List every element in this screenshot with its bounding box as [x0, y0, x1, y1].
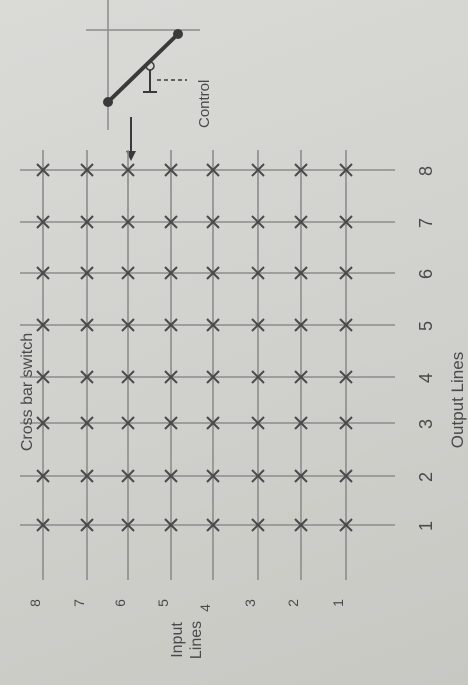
crosspoint-x-icon: [164, 370, 178, 384]
output-lines-label: Output Lines: [448, 352, 467, 448]
crosspoint-x-icon: [206, 518, 220, 532]
crosspoint-x-icon: [36, 518, 50, 532]
input-line-number: 4: [197, 604, 213, 612]
output-line-number: 3: [416, 419, 436, 429]
control-switch-detail: Control: [86, 0, 213, 161]
crosspoint-x-icon: [36, 416, 50, 430]
crosspoint-markers: [36, 163, 353, 532]
output-line-numbers: 1 2 3 4 5 6 7 8: [416, 166, 436, 531]
input-line-number: 1: [330, 599, 346, 607]
crosspoint-x-icon: [339, 469, 353, 483]
crosspoint-x-icon: [80, 469, 94, 483]
crosspoint-x-icon: [339, 215, 353, 229]
crosspoint-x-icon: [251, 266, 265, 280]
crosspoint-x-icon: [80, 163, 94, 177]
diagram-title: Cross bar switch: [19, 333, 36, 451]
crosspoint-x-icon: [339, 163, 353, 177]
crosspoint-x-icon: [251, 215, 265, 229]
crosspoint-x-icon: [121, 266, 135, 280]
crosspoint-x-icon: [164, 469, 178, 483]
crosspoint-x-icon: [36, 163, 50, 177]
crosspoint-x-icon: [36, 266, 50, 280]
crosspoint-x-icon: [206, 318, 220, 332]
crosspoint-x-icon: [206, 266, 220, 280]
crosspoint-x-icon: [80, 370, 94, 384]
crosspoint-x-icon: [294, 215, 308, 229]
crosspoint-x-icon: [294, 370, 308, 384]
crosspoint-x-icon: [164, 416, 178, 430]
crosspoint-x-icon: [121, 416, 135, 430]
crosspoint-x-icon: [206, 163, 220, 177]
crosspoint-x-icon: [164, 518, 178, 532]
crosspoint-x-icon: [121, 469, 135, 483]
input-line-number: 7: [71, 599, 87, 607]
crosspoint-x-icon: [251, 518, 265, 532]
crosspoint-x-icon: [339, 416, 353, 430]
crosspoint-x-icon: [251, 318, 265, 332]
input-line-number: 8: [27, 599, 43, 607]
input-line-numbers: 8 7 6 5 4 3 2 1: [27, 599, 346, 612]
output-line-number: 7: [416, 218, 436, 228]
crosspoint-x-icon: [206, 416, 220, 430]
crosspoint-x-icon: [121, 163, 135, 177]
output-line-number: 4: [416, 373, 436, 383]
control-label: Control: [196, 80, 213, 128]
switch-pivot-dot: [103, 97, 113, 107]
crosspoint-x-icon: [121, 215, 135, 229]
crosspoint-x-icon: [121, 518, 135, 532]
input-label-line1: Input: [169, 622, 186, 658]
crosspoint-x-icon: [164, 318, 178, 332]
crosspoint-x-icon: [294, 266, 308, 280]
crosspoint-x-icon: [36, 215, 50, 229]
crosspoint-x-icon: [339, 370, 353, 384]
switch-blade: [106, 32, 180, 104]
output-line-number: 6: [416, 269, 436, 279]
crosspoint-x-icon: [164, 163, 178, 177]
crossbar-grid-lines: [20, 150, 395, 580]
crosspoint-x-icon: [251, 469, 265, 483]
crosspoint-x-icon: [294, 318, 308, 332]
crosspoint-x-icon: [251, 416, 265, 430]
crosspoint-x-icon: [294, 469, 308, 483]
crosspoint-x-icon: [80, 215, 94, 229]
input-line-number: 3: [242, 599, 258, 607]
output-line-number: 1: [416, 521, 436, 531]
crosspoint-x-icon: [206, 370, 220, 384]
output-line-number: 2: [416, 472, 436, 482]
crosspoint-x-icon: [251, 370, 265, 384]
crosspoint-x-icon: [294, 163, 308, 177]
crosspoint-x-icon: [121, 370, 135, 384]
input-line-number: 2: [285, 599, 301, 607]
crosspoint-x-icon: [36, 318, 50, 332]
crosspoint-x-icon: [339, 318, 353, 332]
input-line-number: 5: [155, 599, 171, 607]
crosspoint-x-icon: [164, 215, 178, 229]
crosspoint-x-icon: [36, 370, 50, 384]
crosspoint-x-icon: [121, 318, 135, 332]
crosspoint-x-icon: [251, 163, 265, 177]
output-line-number: 8: [416, 166, 436, 176]
crosspoint-x-icon: [294, 518, 308, 532]
crosspoint-x-icon: [339, 518, 353, 532]
crosspoint-x-icon: [206, 469, 220, 483]
crosspoint-x-icon: [164, 266, 178, 280]
crosspoint-x-icon: [294, 416, 308, 430]
crosspoint-x-icon: [339, 266, 353, 280]
crosspoint-x-icon: [206, 215, 220, 229]
input-label-line2: Lines: [188, 621, 205, 659]
crosspoint-x-icon: [80, 416, 94, 430]
switch-contact-dot: [173, 29, 183, 39]
output-line-number: 5: [416, 321, 436, 331]
crosspoint-x-icon: [36, 469, 50, 483]
crosspoint-x-icon: [80, 318, 94, 332]
crosspoint-x-icon: [80, 518, 94, 532]
input-line-number: 6: [112, 599, 128, 607]
crosspoint-x-icon: [80, 266, 94, 280]
